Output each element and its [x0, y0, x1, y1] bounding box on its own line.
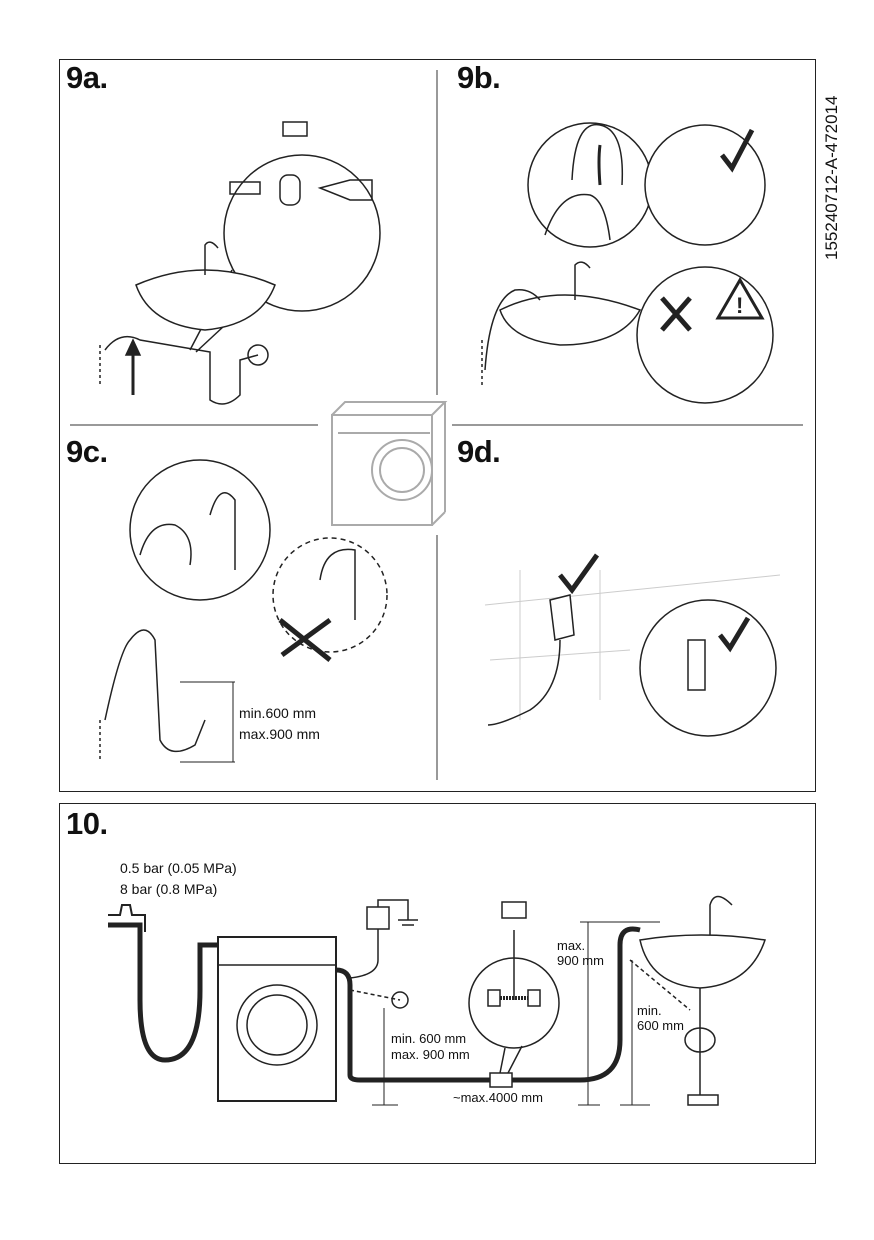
wall-tap-illustration-9d	[484, 553, 781, 737]
drain-max-height: max. 900 mm	[391, 1047, 470, 1062]
cross-icon	[660, 296, 692, 332]
standpipe-min-height: min.600 mm	[239, 705, 317, 721]
panel-10-frame	[59, 803, 816, 1164]
warning-icon	[715, 277, 765, 320]
checkmark-icon	[720, 128, 755, 173]
panel-label-9a: 9a.	[66, 60, 108, 95]
washing-machine-icon	[331, 401, 448, 526]
checkmark-icon	[558, 553, 600, 595]
panel-9-frame	[59, 59, 816, 792]
sink-max-a: max.	[557, 938, 586, 953]
panel-label-9b: 9b.	[457, 60, 501, 95]
panel-label-9c: 9c.	[66, 434, 108, 469]
installation-overview-illustration-10	[108, 895, 766, 1106]
sink-min-label: min.600 mm	[637, 1003, 684, 1033]
sink-min-a: min.	[637, 1003, 662, 1018]
cross-icon	[278, 617, 332, 662]
panel-dividers	[70, 70, 803, 780]
pressure-min: 0.5 bar (0.05 MPa)	[120, 860, 237, 876]
water-tap-icon	[108, 904, 146, 932]
power-socket-icon	[366, 906, 390, 930]
standpipe-illustration-9c	[99, 459, 388, 763]
pressure-max: 8 bar (0.8 MPa)	[120, 881, 218, 897]
sink-hose-guide-illustration-9b: !	[481, 122, 774, 404]
sink-max-label: max.900 mm	[557, 938, 604, 968]
ground-icon	[377, 899, 418, 926]
sink-min-b: 600 mm	[637, 1018, 684, 1033]
sink-max-b: 900 mm	[557, 953, 604, 968]
cart-icon	[501, 901, 527, 919]
drain-min-height: min. 600 mm	[391, 1031, 467, 1046]
panel-label-9d: 9d.	[457, 434, 501, 469]
panel-label-10: 10.	[66, 806, 108, 841]
cart-icon	[282, 121, 308, 137]
hose-max-length: ~max.4000 mm	[453, 1090, 543, 1105]
checkmark-icon	[718, 616, 751, 653]
svg-text:!: !	[736, 293, 743, 318]
standpipe-max-height: max.900 mm	[239, 726, 320, 742]
sink-drain-illustration-9a	[99, 121, 381, 405]
